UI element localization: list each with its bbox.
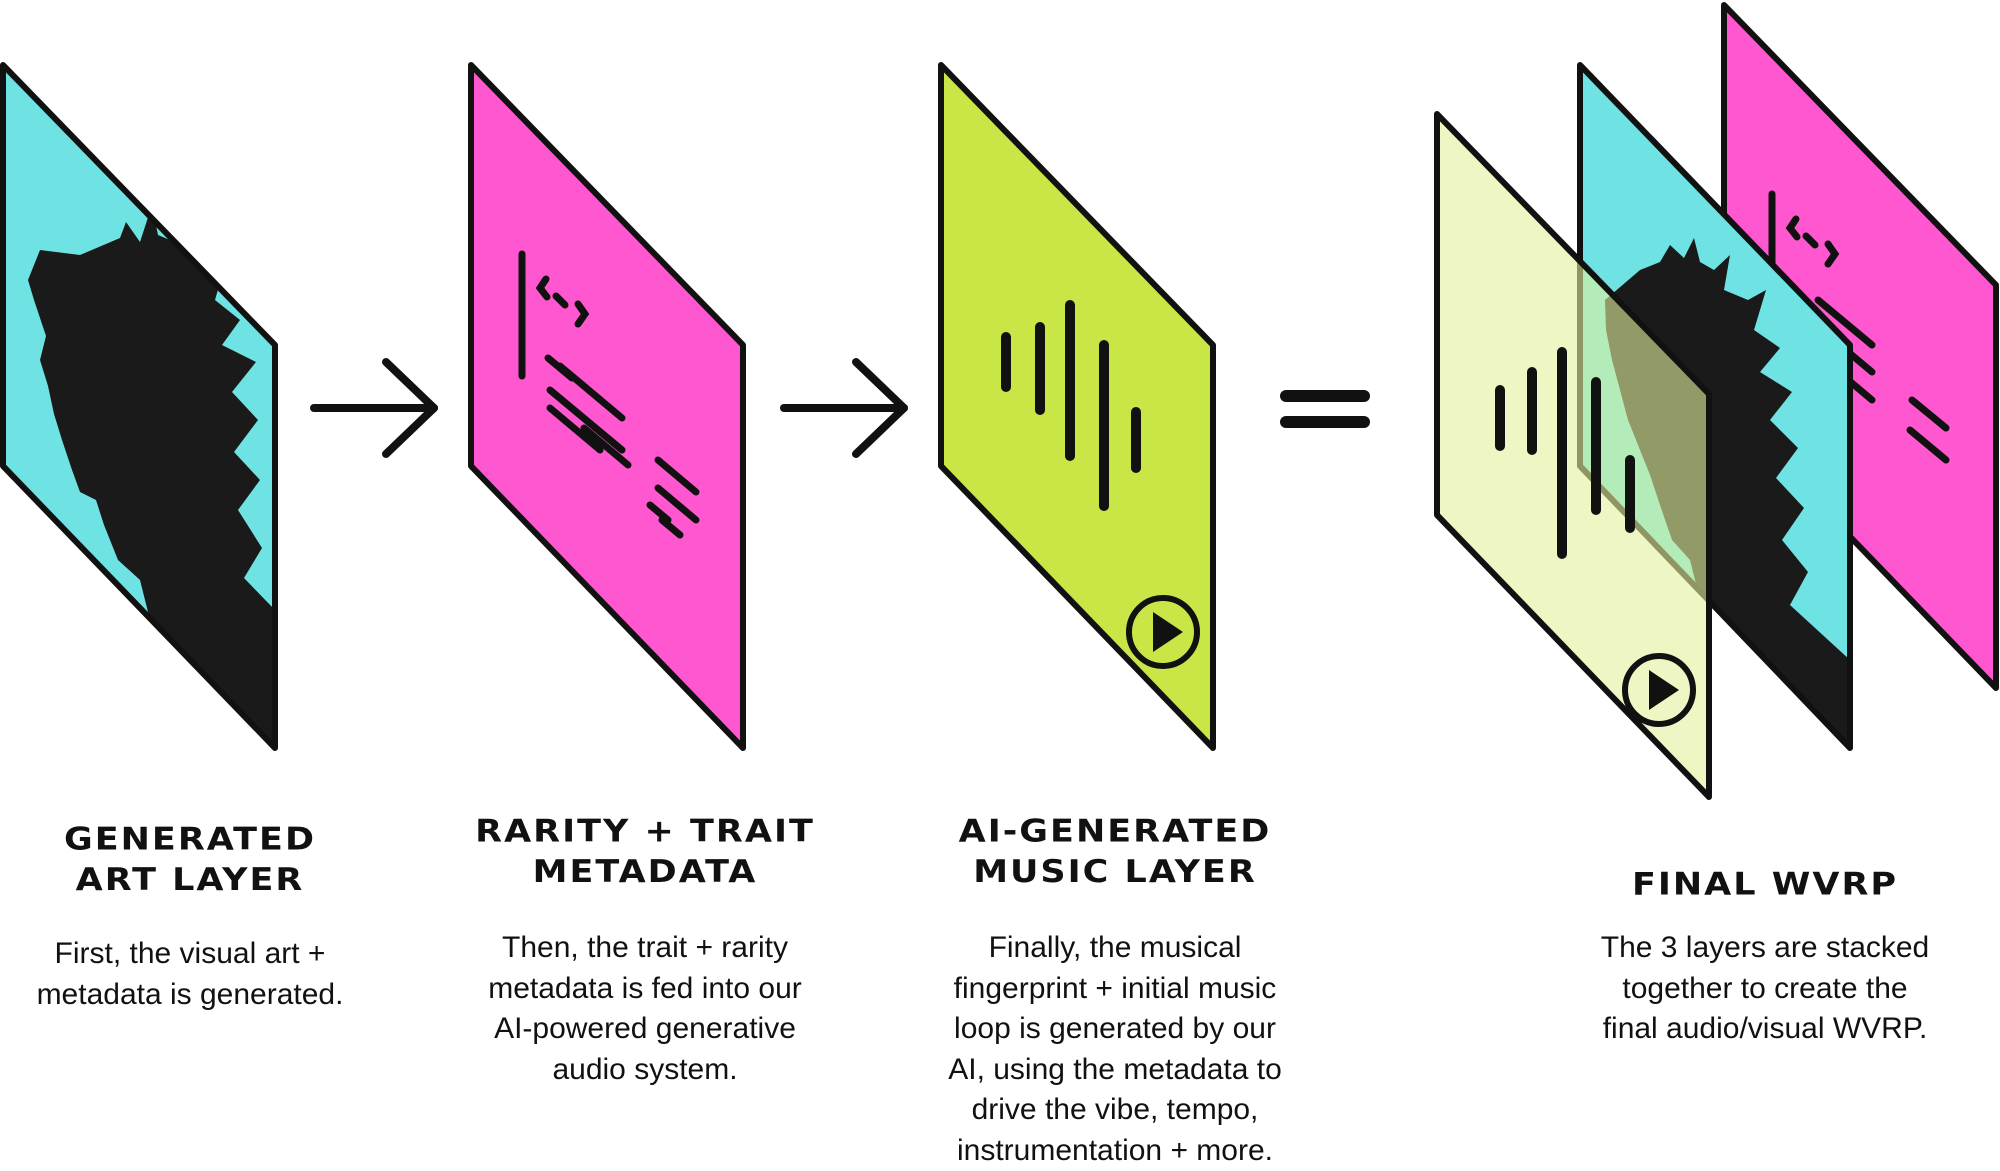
final-stack <box>1434 2 1999 800</box>
title-line: AI-GENERATED <box>958 813 1272 850</box>
desc-line: final audio/visual WVRP. <box>1602 1012 1928 1045</box>
code-metadata-icon <box>518 250 700 539</box>
step-title-final-wvrp: FINAL WVRP <box>1575 865 1955 906</box>
equals-icon <box>1280 390 1370 428</box>
desc-line: Finally, the musical <box>988 931 1242 964</box>
silhouette-portrait-icon <box>28 205 275 748</box>
desc-line: drive the vibe, tempo, <box>971 1093 1259 1126</box>
title-line: MUSIC LAYER <box>973 854 1257 891</box>
play-button-icon <box>1126 595 1200 669</box>
stack-music-layer <box>1434 111 1712 800</box>
step-title-music-layer: AI-GENERATED MUSIC LAYER <box>905 812 1325 893</box>
desc-line: AI-powered generative <box>494 1012 796 1045</box>
step-description-art-layer: First, the visual art + metadata is gene… <box>5 934 375 1015</box>
step-description-metadata: Then, the trait + rarity metadata is fed… <box>440 928 850 1090</box>
desc-line: instrumentation + more. <box>957 1133 1273 1167</box>
step-title-art-layer: GENERATED ART LAYER <box>20 820 360 901</box>
art-layer-card <box>0 62 278 751</box>
desc-line: Then, the trait + rarity <box>502 931 788 964</box>
waveform-icon <box>1001 300 1141 511</box>
step-title-metadata: RARITY + TRAIT METADATA <box>430 812 860 893</box>
step-description-final-wvrp: The 3 layers are stacked together to cre… <box>1565 928 1965 1050</box>
right-arrow-icon <box>780 358 908 458</box>
desc-line: metadata is fed into our <box>488 971 802 1005</box>
desc-line: AI, using the metadata to <box>948 1052 1282 1086</box>
desc-line: First, the visual art + <box>54 937 326 970</box>
title-line: FINAL WVRP <box>1631 866 1899 903</box>
desc-line: audio system. <box>552 1052 738 1086</box>
desc-line: fingerprint + initial music <box>953 971 1277 1005</box>
title-line: ART LAYER <box>75 862 305 899</box>
title-line: METADATA <box>532 854 758 891</box>
desc-line: loop is generated by our <box>954 1012 1276 1045</box>
right-arrow-icon <box>310 358 438 458</box>
title-line: GENERATED <box>64 821 316 858</box>
desc-line: metadata is generated. <box>36 977 344 1011</box>
title-line: RARITY + TRAIT <box>475 813 815 850</box>
desc-line: together to create the <box>1622 971 1908 1005</box>
metadata-layer-card <box>468 62 746 751</box>
desc-line: The 3 layers are stacked <box>1600 931 1930 964</box>
music-layer-card <box>938 62 1216 751</box>
step-description-music-layer: Finally, the musical fingerprint + initi… <box>910 928 1320 1171</box>
